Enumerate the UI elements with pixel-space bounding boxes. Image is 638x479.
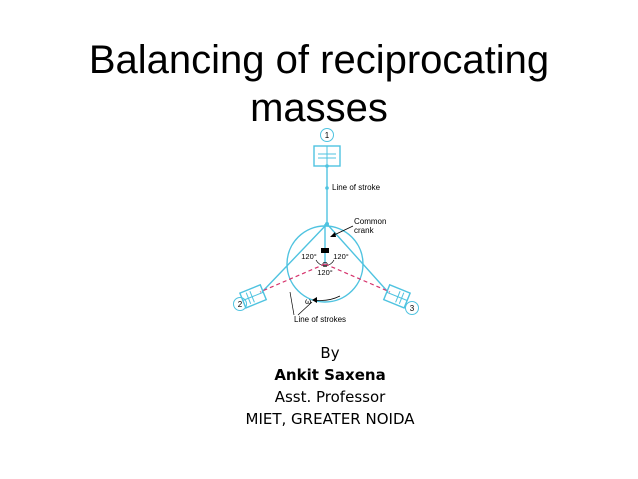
cylinder-3 <box>382 283 412 309</box>
dashed-stroke-line-3 <box>324 263 391 293</box>
common-crank-label-2: crank <box>354 226 375 235</box>
dashed-stroke-line-2 <box>259 263 326 293</box>
author-institution: MIET, GREATER NOIDA <box>245 410 415 428</box>
three-cylinder-crank-diagram: 1 Line of stroke Common crank 120° 120° … <box>233 128 419 324</box>
cylinder-2-marker <box>233 297 247 311</box>
gudgeon-pin-1 <box>325 186 329 190</box>
connecting-rod-3 <box>326 223 389 293</box>
author-credits: By Ankit Saxena Asst. Professor MIET, GR… <box>0 342 638 430</box>
by-label: By <box>320 344 340 362</box>
angle-bottom-label: 120° <box>317 268 333 277</box>
cylinder-1-marker <box>320 128 334 142</box>
common-crank-arrow <box>331 225 354 237</box>
cylinder-3-marker <box>405 301 419 315</box>
cylinder-3-label: 3 <box>410 304 415 313</box>
line-of-stroke-label: Line of stroke <box>332 183 381 192</box>
cylinder-2-label: 2 <box>238 300 243 309</box>
angle-right-label: 120° <box>333 252 349 261</box>
common-crank-arrowhead <box>330 232 336 237</box>
rotation-arrowhead <box>312 297 317 303</box>
title-line-1: Balancing of reciprocating <box>88 38 550 82</box>
line-of-strokes-pointer-1 <box>289 291 295 316</box>
cylinder-1-label: 1 <box>325 131 330 140</box>
common-crank-label-1: Common <box>354 217 386 226</box>
title-line-2: masses <box>250 86 388 130</box>
crank-pin <box>325 222 329 226</box>
angle-arc <box>315 259 335 266</box>
cylinder-2 <box>238 283 268 309</box>
omega-label: ω <box>305 297 311 306</box>
cylinder-1 <box>313 145 341 168</box>
connecting-rod-2 <box>261 223 328 293</box>
author-name: Ankit Saxena <box>274 366 386 384</box>
author-role: Asst. Professor <box>274 388 386 406</box>
line-of-strokes-pointer-2 <box>297 301 313 316</box>
angle-left-label: 120° <box>301 252 317 261</box>
line-of-strokes-label: Line of strokes <box>294 315 346 324</box>
angle-marker <box>321 248 329 253</box>
slide-title: Balancing of reciprocating masses <box>0 36 638 132</box>
